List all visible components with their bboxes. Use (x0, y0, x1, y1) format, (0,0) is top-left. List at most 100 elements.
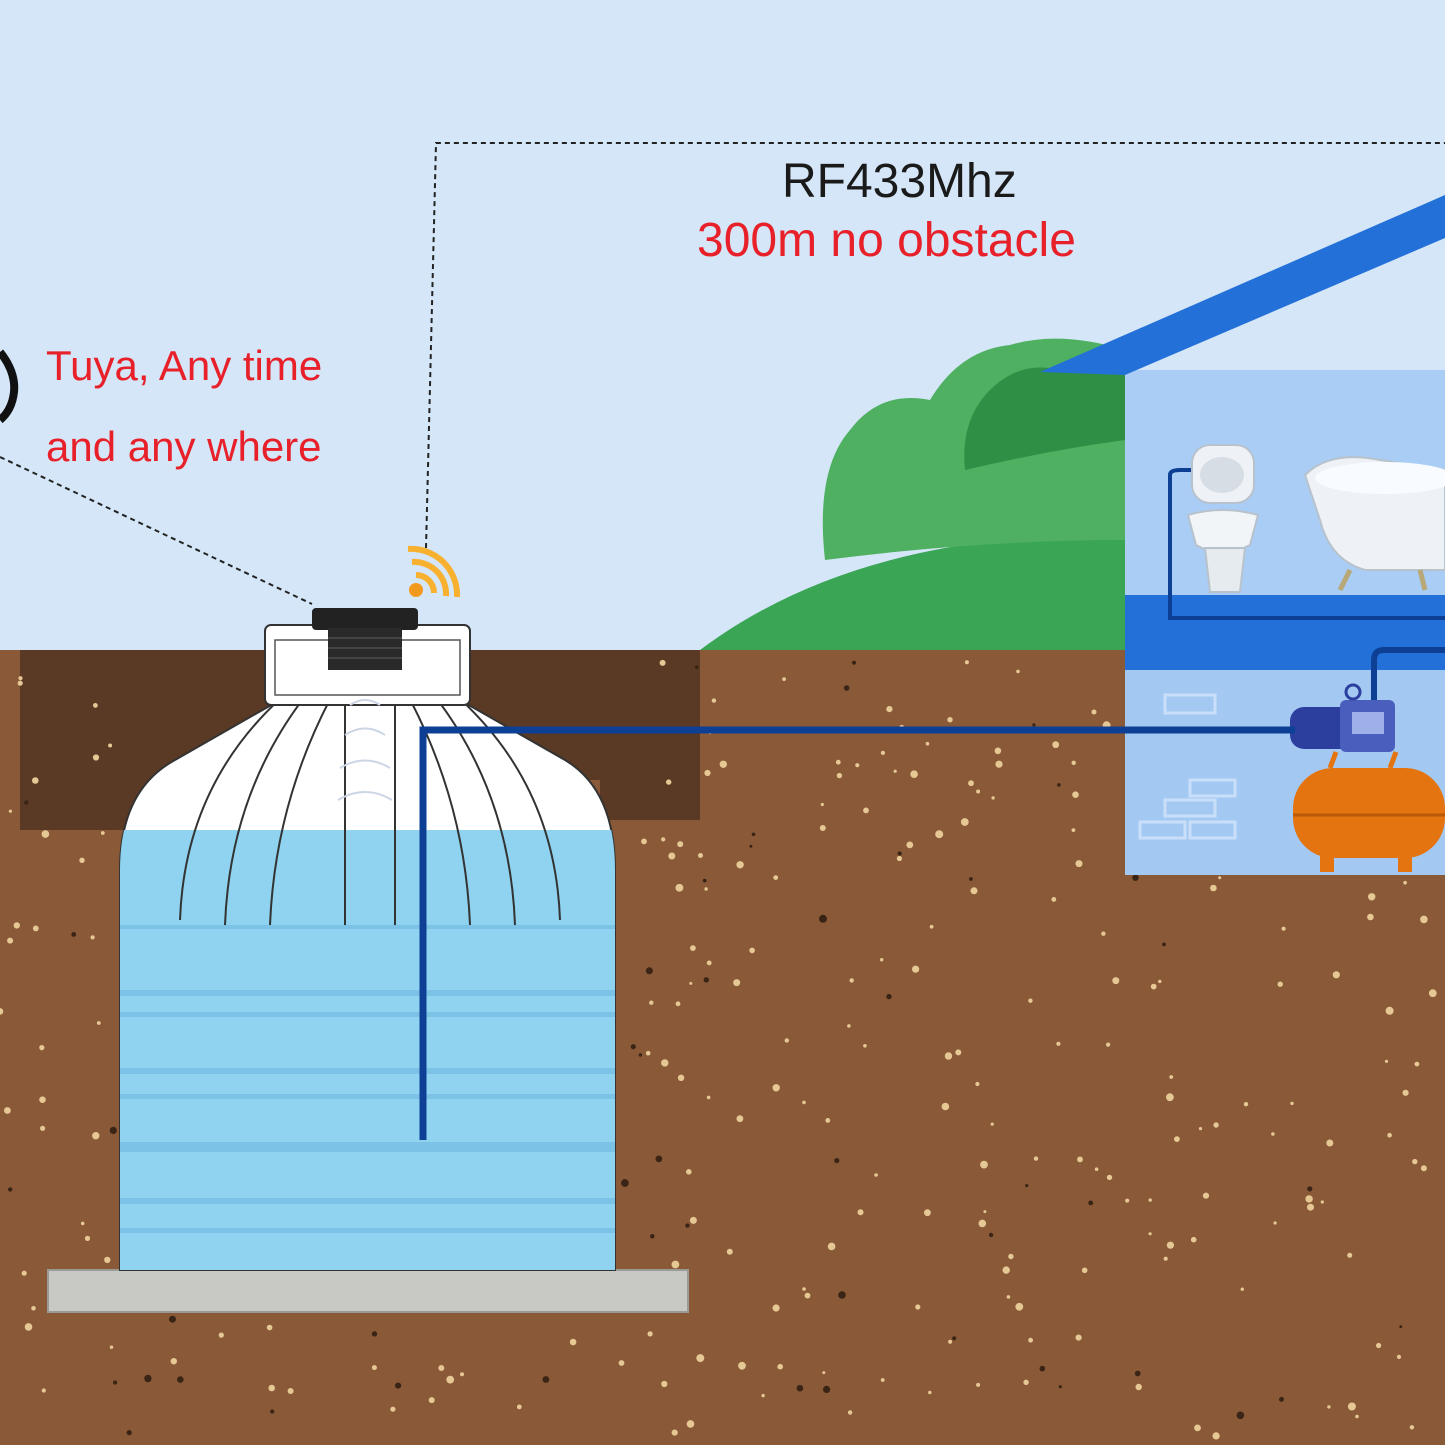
soil-speckle (1025, 1184, 1029, 1188)
soil-speckle (621, 1179, 629, 1187)
soil-speckle (928, 1390, 932, 1395)
soil-speckle (671, 1429, 678, 1436)
soil-speckle (1135, 1383, 1142, 1391)
soil-speckle (1213, 1122, 1219, 1128)
soil-speckle (1028, 998, 1033, 1003)
soil-speckle (1212, 1432, 1220, 1440)
soil-speckle (980, 1160, 988, 1169)
soil-speckle (777, 1363, 783, 1370)
soil-speckle (834, 1158, 840, 1164)
signal-lines (0, 142, 1445, 605)
soil-speckle (1307, 1203, 1314, 1211)
soil-speckle (1198, 1127, 1203, 1131)
soil-speckle (975, 1081, 980, 1087)
soil-speckle (1420, 915, 1428, 924)
soil-speckle (838, 1291, 846, 1299)
soil-speckle (1281, 926, 1286, 931)
soil-speckle (1039, 1365, 1046, 1372)
soil-speckle (802, 1100, 806, 1105)
soil-speckle (645, 967, 653, 975)
wifi-icon (407, 545, 461, 598)
soil-speckle (268, 1384, 276, 1392)
soil-speckle (169, 1315, 176, 1323)
soil-speckle (1385, 1006, 1394, 1015)
soil-speckle (677, 841, 684, 848)
soil-speckle (661, 1059, 669, 1067)
soil-speckle (819, 914, 827, 923)
soil-speckle (1072, 791, 1079, 798)
soil-speckle (1368, 893, 1376, 901)
soil-speckle (618, 1360, 625, 1366)
soil-speckle (698, 853, 703, 858)
soil-speckle (641, 838, 647, 845)
soil-speckle (952, 1336, 957, 1341)
soil-speckle (390, 1406, 396, 1412)
soil-speckle (1240, 1287, 1245, 1291)
soil-speckle (1101, 931, 1106, 936)
soil-speckle (4, 1107, 11, 1114)
soil-speckle (689, 981, 693, 985)
soil-speckle (947, 717, 953, 723)
soil-speckle (1166, 1241, 1174, 1249)
soil-speckle (1243, 1102, 1249, 1107)
soil-speckle (886, 706, 893, 713)
soil-speckle (1002, 1266, 1010, 1274)
soil-speckle (1307, 1186, 1313, 1192)
soil-speckle (1125, 1198, 1130, 1203)
rf-range-label: 300m no obstacle (697, 214, 1076, 267)
soil-speckle (126, 1430, 132, 1436)
soil-speckle (1077, 1156, 1083, 1163)
soil-speckle (719, 760, 727, 768)
soil-speckle (843, 685, 850, 691)
soil-speckle (666, 779, 672, 785)
soil-speckle (1202, 1192, 1210, 1199)
soil-speckle (1163, 1256, 1168, 1261)
soil-speckle (1305, 1195, 1313, 1203)
soil-speckle (880, 750, 886, 756)
soil-speckle (1396, 1354, 1402, 1359)
soil-speckle (906, 841, 914, 849)
soil-speckle (460, 1372, 464, 1377)
soil-speckle (266, 1324, 273, 1331)
soil-speckle (690, 945, 696, 951)
soil-speckle (929, 924, 934, 929)
soil-speckle (706, 1095, 711, 1100)
soil-speckle (1236, 1411, 1245, 1420)
soil-speckle (371, 1365, 377, 1371)
soil-speckle (659, 659, 666, 666)
toilet-icon (1168, 444, 1260, 600)
soil-speckle (446, 1375, 455, 1384)
soil-speckle (1106, 1174, 1113, 1181)
soil-speckle (41, 830, 50, 838)
soil-speckle (704, 887, 708, 891)
soil-speckle (686, 1169, 692, 1175)
soil-speckle (79, 857, 85, 863)
soil-speckle (1355, 1414, 1359, 1419)
soil-speckle (772, 1304, 780, 1312)
soil-speckle (749, 947, 755, 954)
soil-speckle (1148, 1198, 1152, 1202)
soil-speckle (1387, 1132, 1392, 1138)
soil-speckle (1016, 669, 1020, 674)
phone-edge-icon (0, 349, 19, 424)
soil-speckle (827, 1242, 836, 1251)
soil-speckle (1412, 1158, 1418, 1165)
soil-speckle (647, 1331, 653, 1337)
rf-frequency-label: RF433Mhz (782, 155, 1017, 208)
soil-speckle (1057, 783, 1061, 787)
soil-speckle (650, 1234, 655, 1239)
soil-speckle (736, 861, 744, 869)
soil-speckle (1384, 1059, 1389, 1063)
tuya-label-line2: and any where (46, 423, 322, 470)
soil-speckle (92, 754, 100, 761)
soil-speckle (90, 935, 95, 940)
soil-speckle (1094, 1167, 1099, 1171)
soil-speckle (886, 993, 892, 1000)
soil-speckle (1273, 1221, 1277, 1225)
soil-speckle (823, 1385, 831, 1393)
soil-speckle (630, 1044, 636, 1050)
soil-speckle (1402, 1089, 1409, 1096)
soil-speckle (1051, 897, 1057, 902)
soil-speckle (995, 760, 1003, 768)
